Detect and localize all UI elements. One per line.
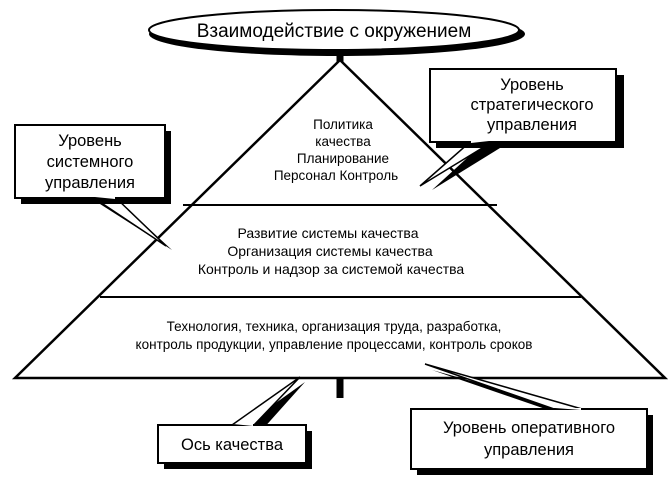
top-level-line-3: Планирование [297, 151, 389, 166]
bottom-level-text: Технология, техника, организация труда, … [136, 319, 533, 352]
top-level-line-1: Политика [313, 117, 373, 132]
middle-level-line-3: Контроль и надзор за системой качества [198, 261, 465, 277]
middle-level-line-2: Организация системы качества [227, 243, 432, 259]
middle-level-text: Развитие системы качества Организация си… [198, 225, 465, 277]
quality-axis-callout: Ось качества [157, 376, 312, 469]
operational-callout-line-1: Уровень оперативного [443, 419, 615, 437]
top-level-line-4: Персонал Контроль [274, 168, 398, 183]
environment-interaction-ellipse: Взаимодействие с окружением [148, 9, 525, 56]
strategic-callout-line-3: управления [487, 116, 577, 134]
system-level-callout: Уровень системного управления [14, 124, 172, 250]
pyramid [11, 58, 668, 380]
middle-level-line-1: Развитие системы качества [238, 225, 419, 241]
operational-callout-line-2: управления [484, 441, 574, 459]
system-callout-line-3: управления [45, 174, 135, 192]
strategic-level-callout: Уровень стратегического управления [419, 68, 624, 190]
strategic-callout-line-2: стратегического [470, 96, 593, 114]
system-callout-line-2: системного [47, 153, 134, 171]
bottom-level-line-2: контроль продукции, управление процессам… [136, 337, 533, 352]
bottom-level-line-1: Технология, техника, организация труда, … [167, 319, 502, 334]
quality-axis-label: Ось качества [181, 436, 284, 454]
strategic-callout-line-1: Уровень [500, 76, 564, 94]
top-level-line-2: качества [315, 134, 371, 149]
system-callout-line-1: Уровень [58, 132, 122, 150]
operational-level-callout: Уровень оперативного управления [410, 363, 653, 475]
diagram-title: Взаимодействие с окружением [197, 21, 472, 42]
top-level-text: Политика качества Планирование Персонал … [274, 117, 398, 183]
